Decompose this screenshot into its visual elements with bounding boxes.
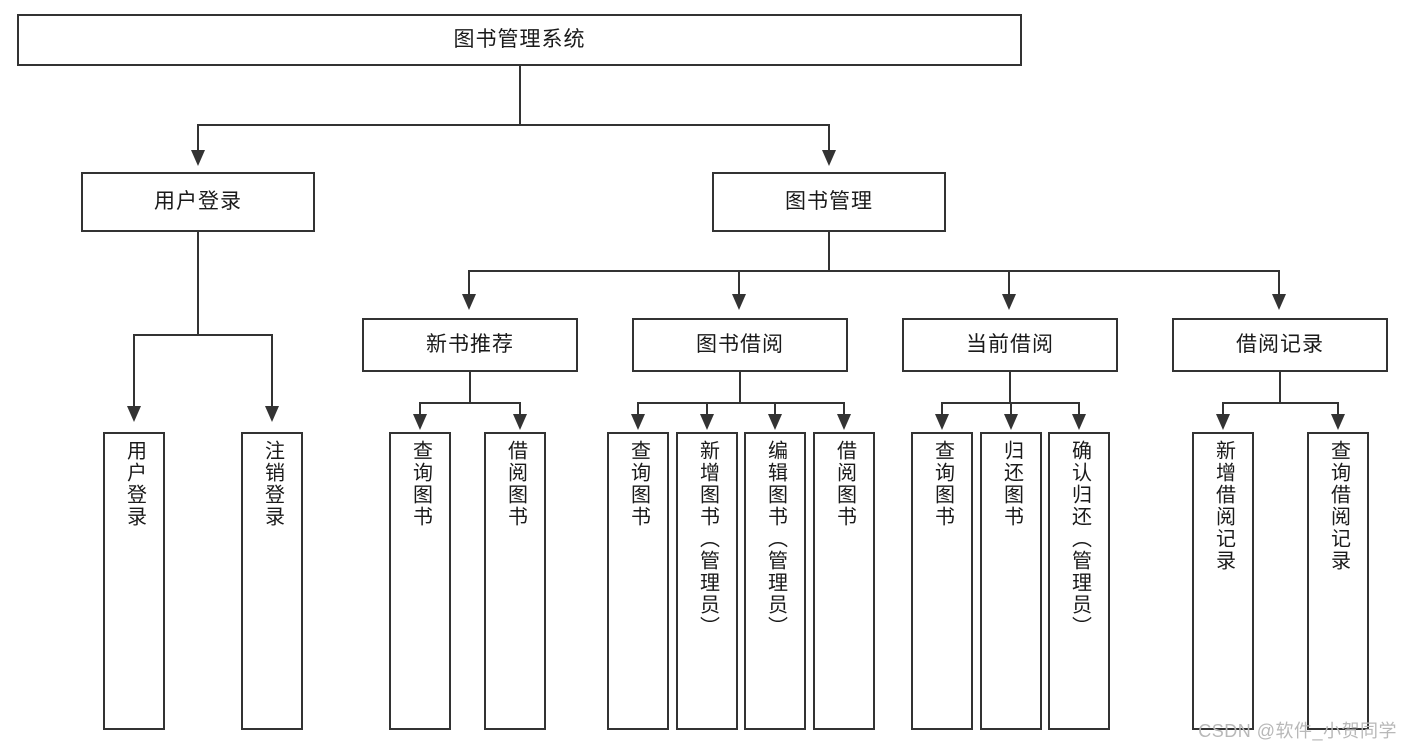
connector-root-drop-1 <box>197 124 199 152</box>
connector-new-book-drop-2 <box>519 402 521 416</box>
node-label: 图书管理系统 <box>453 27 586 51</box>
arrow-icon-current-borrow-leaf-1 <box>935 414 949 430</box>
arrow-icon-root-to-user-login <box>191 150 205 166</box>
connector-book-borrow-drop-3 <box>774 402 776 416</box>
node-label: 查询图书 <box>627 440 650 528</box>
arrow-icon-user-login-leaf-2 <box>265 406 279 422</box>
node-label: 借阅图书 <box>833 440 856 528</box>
node-book-management[interactable]: 图书管理 <box>712 172 946 232</box>
connector-borrow-record-drop-1 <box>1222 402 1224 416</box>
leaf-current-borrow-return[interactable]: 归还图书 <box>980 432 1042 730</box>
arrow-icon-new-book-leaf-2 <box>513 414 527 430</box>
arrow-icon-book-borrow-leaf-1 <box>631 414 645 430</box>
arrow-icon-to-new-book <box>462 294 476 310</box>
node-label: 用户登录 <box>154 189 242 213</box>
arrow-icon-to-current-borrow <box>1002 294 1016 310</box>
node-label: 新增借阅记录 <box>1212 440 1235 572</box>
connector-current-borrow-drop-2 <box>1010 402 1012 416</box>
connector-root-drop-2 <box>828 124 830 152</box>
connector-book-borrow-drop-4 <box>843 402 845 416</box>
leaf-new-book-borrow[interactable]: 借阅图书 <box>484 432 546 730</box>
node-book-borrow[interactable]: 图书借阅 <box>632 318 848 372</box>
leaf-current-borrow-query[interactable]: 查询图书 <box>911 432 973 730</box>
arrow-icon-to-borrow-record <box>1272 294 1286 310</box>
arrow-icon-borrow-record-leaf-1 <box>1216 414 1230 430</box>
node-label: 注销登录 <box>261 440 284 528</box>
node-label: 新增图书（管理员） <box>696 440 719 638</box>
arrow-icon-book-borrow-leaf-3 <box>768 414 782 430</box>
leaf-borrow-record-add[interactable]: 新增借阅记录 <box>1192 432 1254 730</box>
node-label: 用户登录 <box>123 440 146 528</box>
leaf-new-book-query[interactable]: 查询图书 <box>389 432 451 730</box>
connector-user-login-drop-2 <box>271 334 273 408</box>
node-new-book-recommend[interactable]: 新书推荐 <box>362 318 578 372</box>
leaf-book-borrow-add[interactable]: 新增图书（管理员） <box>676 432 738 730</box>
connector-user-login-stem <box>197 232 199 336</box>
arrow-icon-current-borrow-leaf-3 <box>1072 414 1086 430</box>
node-label: 借阅记录 <box>1236 332 1324 356</box>
connector-new-book-stem <box>469 372 471 404</box>
connector-current-borrow-drop-1 <box>941 402 943 416</box>
node-current-borrow[interactable]: 当前借阅 <box>902 318 1118 372</box>
connector-book-manage-drop-4 <box>1278 270 1280 296</box>
node-root-system[interactable]: 图书管理系统 <box>17 14 1022 66</box>
arrow-icon-new-book-leaf-1 <box>413 414 427 430</box>
node-label: 查询图书 <box>409 440 432 528</box>
arrow-icon-book-borrow-leaf-2 <box>700 414 714 430</box>
node-label: 确认归还（管理员） <box>1068 440 1091 638</box>
arrow-icon-borrow-record-leaf-2 <box>1331 414 1345 430</box>
node-borrow-record[interactable]: 借阅记录 <box>1172 318 1388 372</box>
connector-book-manage-drop-2 <box>738 270 740 296</box>
leaf-book-borrow-edit[interactable]: 编辑图书（管理员） <box>744 432 806 730</box>
connector-book-borrow-drop-1 <box>637 402 639 416</box>
leaf-current-borrow-confirm[interactable]: 确认归还（管理员） <box>1048 432 1110 730</box>
connector-book-manage-drop-1 <box>468 270 470 296</box>
connector-new-book-drop-1 <box>419 402 421 416</box>
arrow-icon-root-to-book-manage <box>822 150 836 166</box>
connector-borrow-record-drop-2 <box>1337 402 1339 416</box>
connector-borrow-record-stem <box>1279 372 1281 404</box>
connector-book-manage-stem <box>828 232 830 272</box>
node-label: 图书管理 <box>785 189 873 213</box>
leaf-borrow-record-query[interactable]: 查询借阅记录 <box>1307 432 1369 730</box>
leaf-book-borrow-borrow[interactable]: 借阅图书 <box>813 432 875 730</box>
connector-book-manage-drop-3 <box>1008 270 1010 296</box>
leaf-user-login-logout[interactable]: 注销登录 <box>241 432 303 730</box>
node-label: 查询借阅记录 <box>1327 440 1350 572</box>
connector-book-borrow-drop-2 <box>706 402 708 416</box>
watermark-text: CSDN @软件_小贺同学 <box>1198 721 1397 741</box>
connector-current-borrow-drop-3 <box>1078 402 1080 416</box>
node-label: 归还图书 <box>1000 440 1023 528</box>
connector-new-book-bar <box>419 402 521 404</box>
node-label: 借阅图书 <box>504 440 527 528</box>
arrow-icon-user-login-leaf-1 <box>127 406 141 422</box>
node-label: 图书借阅 <box>696 332 784 356</box>
connector-book-manage-bar <box>468 270 1280 272</box>
node-user-login[interactable]: 用户登录 <box>81 172 315 232</box>
leaf-book-borrow-query[interactable]: 查询图书 <box>607 432 669 730</box>
connector-user-login-drop-1 <box>133 334 135 408</box>
leaf-user-login-login[interactable]: 用户登录 <box>103 432 165 730</box>
node-label: 查询图书 <box>931 440 954 528</box>
connector-current-borrow-stem <box>1009 372 1011 404</box>
connector-book-borrow-stem <box>739 372 741 404</box>
connector-root-bar <box>197 124 830 126</box>
connector-user-login-bar <box>133 334 272 336</box>
node-label: 当前借阅 <box>966 332 1054 356</box>
node-label: 编辑图书（管理员） <box>764 440 787 638</box>
connector-borrow-record-bar <box>1222 402 1338 404</box>
connector-root-stem <box>519 66 521 125</box>
node-label: 新书推荐 <box>426 332 514 356</box>
connector-book-borrow-bar <box>637 402 845 404</box>
arrow-icon-book-borrow-leaf-4 <box>837 414 851 430</box>
arrow-icon-current-borrow-leaf-2 <box>1004 414 1018 430</box>
arrow-icon-to-book-borrow <box>732 294 746 310</box>
